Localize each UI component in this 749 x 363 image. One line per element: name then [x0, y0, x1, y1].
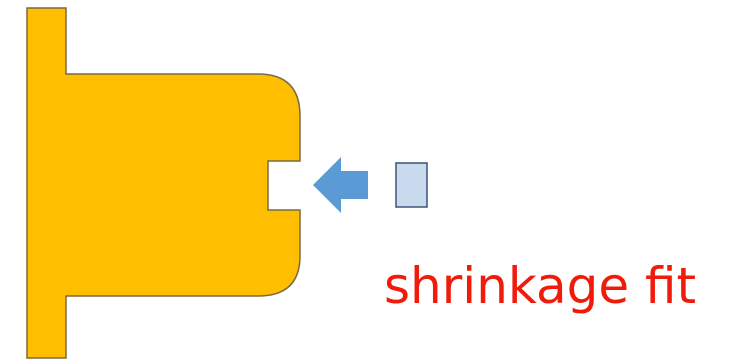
arrow-left-icon — [313, 157, 368, 213]
yellow-part — [26, 7, 301, 359]
pin-insert — [395, 162, 428, 208]
caption-label: shrinkage fit — [384, 257, 697, 315]
